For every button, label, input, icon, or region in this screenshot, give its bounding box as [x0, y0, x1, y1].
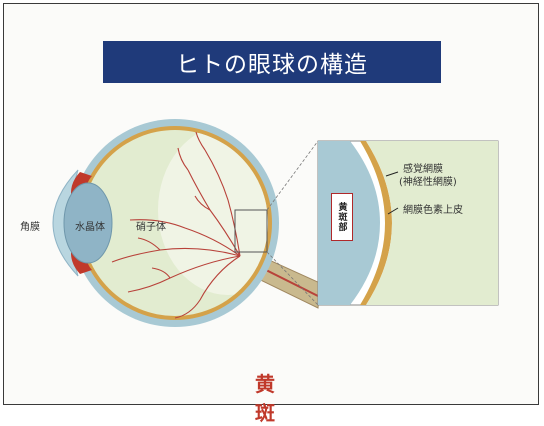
macula-part-label: 黄斑部	[331, 193, 353, 241]
label-vitreous: 硝子体	[136, 218, 166, 233]
label-cornea: 角膜	[20, 218, 40, 233]
label-neural-retina: (神経性網膜)	[399, 173, 457, 188]
label-rpe: 網膜色素上皮	[403, 201, 463, 216]
label-lens: 水晶体	[75, 218, 105, 233]
macula-caption: 黄 斑	[238, 368, 298, 426]
